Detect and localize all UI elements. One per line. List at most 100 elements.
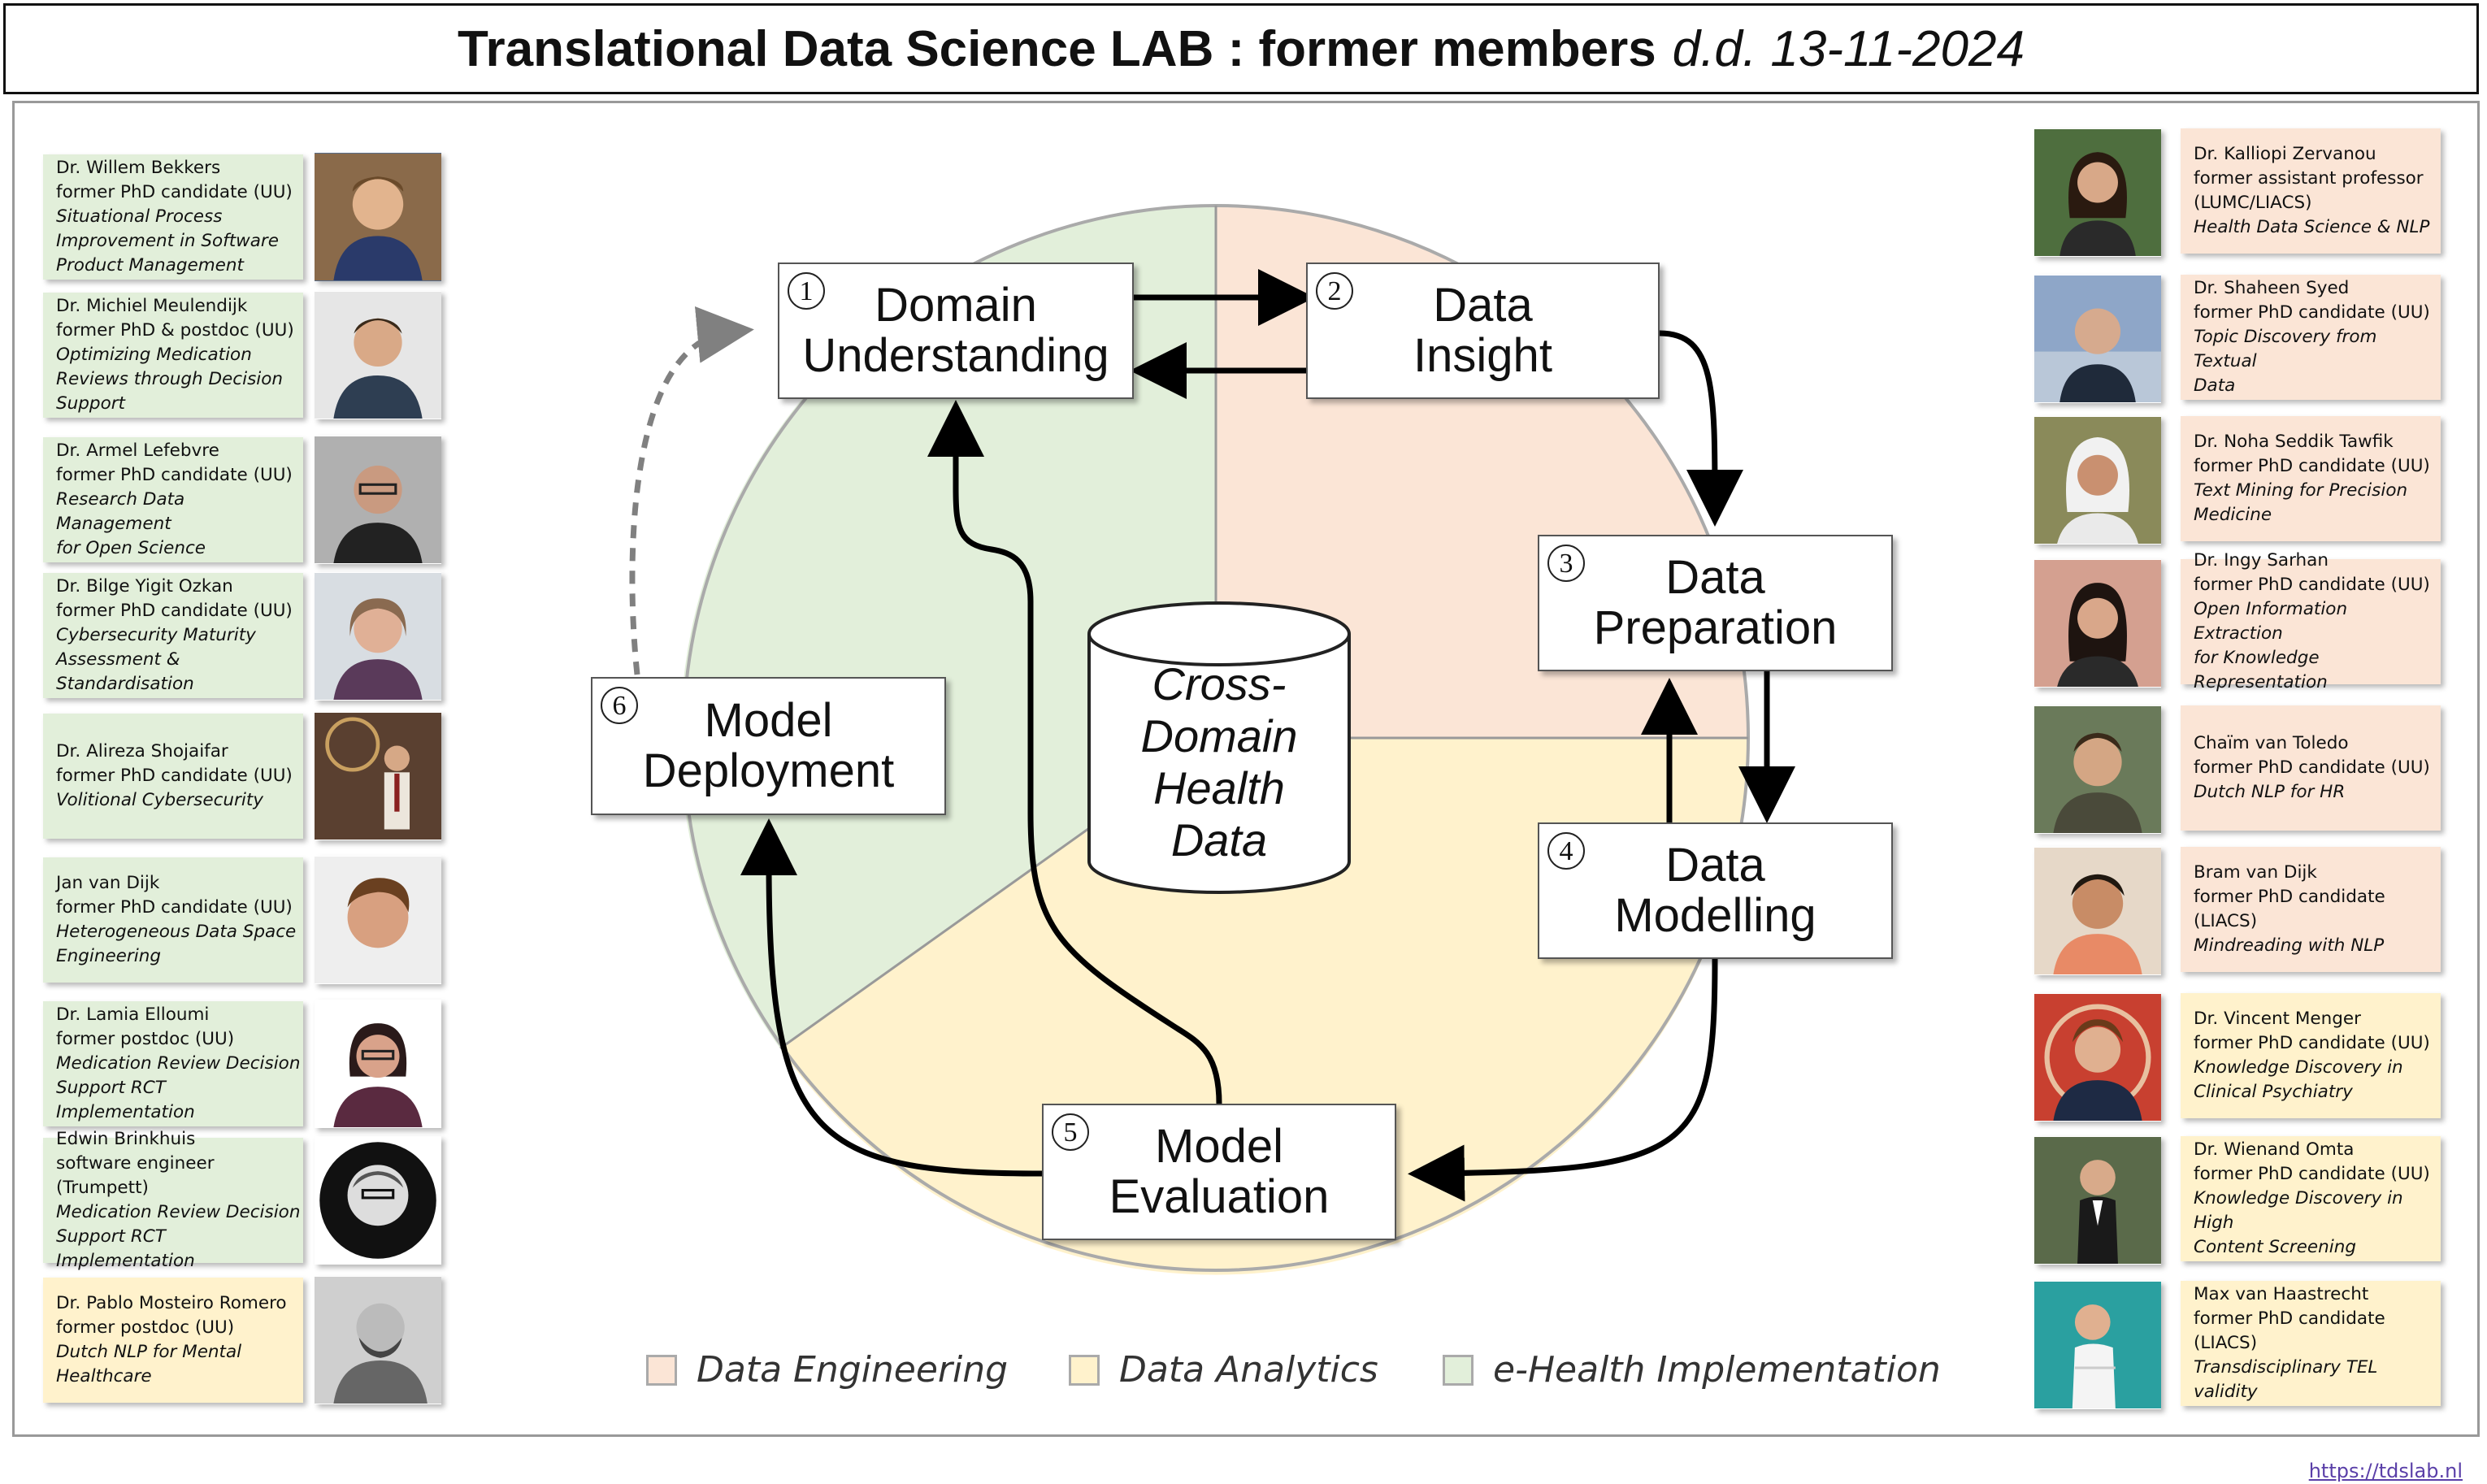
step-number: 2 bbox=[1316, 272, 1353, 310]
member-card: Jan van Dijk former PhD candidate (UU) H… bbox=[43, 857, 303, 983]
title-date: d.d. 13-11-2024 bbox=[1672, 20, 2025, 77]
member-role: former PhD candidate (UU) bbox=[2194, 757, 2430, 778]
member-name: Dr. Pablo Mosteiro Romero bbox=[56, 1293, 287, 1313]
member-topic: Knowledge Discovery in High bbox=[2194, 1188, 2403, 1233]
member-topic: Content Screening bbox=[2194, 1237, 2356, 1257]
member-role: former PhD candidate (UU) bbox=[2194, 456, 2430, 476]
member-topic: Support bbox=[56, 393, 125, 414]
sector-data-analytics bbox=[780, 738, 1749, 1275]
center-label: Cross- Domain Health Data bbox=[1089, 658, 1349, 866]
member-card: Dr. Michiel Meulendijk former PhD & post… bbox=[43, 293, 303, 418]
member-topic: Clinical Psychiatry bbox=[2194, 1082, 2353, 1102]
step-data-insight: 2 Data Insight bbox=[1306, 263, 1660, 399]
member-topic: Topic Discovery from Textual bbox=[2194, 327, 2377, 371]
member-role: software engineer bbox=[56, 1153, 215, 1174]
member-name: Dr. Kalliopi Zervanou bbox=[2194, 144, 2376, 164]
member-topic: Transdisciplinary TEL validity bbox=[2194, 1357, 2378, 1402]
member-topic: Product Management bbox=[56, 255, 244, 276]
step-label: Understanding bbox=[802, 329, 1109, 382]
member-name: Dr. Vincent Menger bbox=[2194, 1009, 2361, 1029]
member-topic: Mindreading with NLP bbox=[2194, 935, 2385, 956]
step-label: Data bbox=[1665, 551, 1765, 604]
member-role: (Trumpett) bbox=[56, 1178, 149, 1198]
center-line: Cross- bbox=[1152, 658, 1287, 709]
arrow-4-to-5 bbox=[1408, 958, 1718, 1202]
step-label: Evaluation bbox=[1109, 1170, 1330, 1223]
member-name: Chaïm van Toledo bbox=[2194, 733, 2349, 753]
member-role: former postdoc (UU) bbox=[56, 1029, 235, 1049]
step-label: Model bbox=[1155, 1120, 1283, 1173]
member-role: former PhD candidate (UU) bbox=[2194, 1033, 2430, 1053]
member-photo bbox=[315, 1276, 441, 1404]
member-topic: Medication Review Decision bbox=[56, 1202, 301, 1222]
member-photo bbox=[2034, 1136, 2161, 1265]
member-name: Edwin Brinkhuis bbox=[56, 1129, 196, 1149]
member-role: former PhD candidate (LIACS) bbox=[2194, 1308, 2385, 1353]
member-card: Dr. Kalliopi Zervanou former assistant p… bbox=[2181, 128, 2441, 254]
member-topic: Health Data Science & NLP bbox=[2194, 217, 2430, 237]
member-role: former PhD candidate (UU) bbox=[56, 897, 293, 918]
member-topic: Heterogeneous Data Space bbox=[56, 922, 297, 942]
member-topic: Situational Process bbox=[56, 206, 223, 227]
member-card: Max van Haastrecht former PhD candidate … bbox=[2181, 1281, 2441, 1406]
step-number: 3 bbox=[1547, 545, 1585, 582]
member-name: Dr. Alireza Shojaifar bbox=[56, 741, 228, 762]
member-topic: Support RCT Implementation bbox=[56, 1078, 195, 1122]
member-photo bbox=[315, 153, 441, 281]
member-card: Dr. Pablo Mosteiro Romero former postdoc… bbox=[43, 1278, 303, 1403]
member-card: Dr. Wienand Omta former PhD candidate (U… bbox=[2181, 1136, 2441, 1261]
database-cylinder bbox=[1087, 601, 1351, 894]
member-topic: Open Information Extraction bbox=[2194, 599, 2348, 644]
member-role: former PhD candidate (UU) bbox=[56, 182, 293, 202]
member-card: Dr. Vincent Menger former PhD candidate … bbox=[2181, 993, 2441, 1118]
member-role: former PhD candidate (UU) bbox=[56, 601, 293, 621]
step-label: Model bbox=[704, 694, 833, 747]
member-topic: Representation bbox=[2194, 672, 2328, 692]
member-topic: Standardisation bbox=[56, 674, 194, 694]
member-card: Dr. Lamia Elloumi former postdoc (UU) Me… bbox=[43, 1001, 303, 1126]
member-photo bbox=[315, 856, 441, 984]
member-topic: Healthcare bbox=[56, 1366, 152, 1386]
member-photo bbox=[315, 1000, 441, 1128]
member-topic: Knowledge Discovery in bbox=[2194, 1057, 2403, 1078]
member-photo bbox=[315, 1136, 441, 1265]
arrow-2-to-3 bbox=[1659, 330, 1743, 527]
title-main: Translational Data Science LAB : former … bbox=[458, 20, 1656, 77]
member-role: former assistant professor bbox=[2194, 168, 2424, 189]
legend-data-engineering: Data Engineering bbox=[646, 1349, 1008, 1391]
member-name: Bram van Dijk bbox=[2194, 862, 2317, 883]
member-topic: for Knowledge bbox=[2194, 648, 2320, 668]
member-role: former PhD & postdoc (UU) bbox=[56, 320, 294, 341]
step-label: Domain bbox=[875, 279, 1037, 332]
member-name: Dr. Bilge Yigit Ozkan bbox=[56, 576, 233, 597]
content-frame bbox=[12, 101, 2480, 1437]
member-photo bbox=[2034, 705, 2161, 834]
member-topic: Support RCT Implementation bbox=[56, 1226, 195, 1271]
member-photo bbox=[2034, 416, 2161, 545]
member-topic: Text Mining for Precision bbox=[2194, 480, 2408, 501]
member-role: former PhD candidate (LIACS) bbox=[2194, 887, 2385, 931]
step-number: 4 bbox=[1547, 832, 1585, 870]
member-card: Edwin Brinkhuis software engineer (Trump… bbox=[43, 1129, 303, 1271]
member-role: former PhD candidate (UU) bbox=[56, 766, 293, 786]
member-role: (LUMC/LIACS) bbox=[2194, 193, 2312, 213]
member-topic: Data bbox=[2194, 375, 2236, 396]
member-topic: Improvement in Software bbox=[56, 231, 279, 251]
member-photo bbox=[315, 572, 441, 701]
member-card: Dr. Armel Lefebvre former PhD candidate … bbox=[43, 437, 303, 562]
member-name: Dr. Shaheen Syed bbox=[2194, 278, 2350, 298]
center-line: Data bbox=[1170, 814, 1268, 866]
member-name: Dr. Michiel Meulendijk bbox=[56, 296, 248, 316]
member-role: former PhD candidate (UU) bbox=[2194, 1164, 2430, 1184]
member-role: former PhD candidate (UU) bbox=[2194, 302, 2430, 323]
arrow-6-to-1 bbox=[629, 306, 754, 675]
legend-label: Data Analytics bbox=[1119, 1349, 1378, 1391]
step-label: Deployment bbox=[642, 744, 895, 797]
member-photo bbox=[2034, 847, 2161, 975]
member-card: Chaïm van Toledo former PhD candidate (U… bbox=[2181, 705, 2441, 831]
page-title: Translational Data Science LAB : former … bbox=[3, 3, 2479, 94]
member-name: Max van Haastrecht bbox=[2194, 1284, 2369, 1304]
arrow-5-to-1 bbox=[927, 400, 1222, 1104]
step-label: Insight bbox=[1413, 329, 1552, 382]
site-link[interactable]: https://tdslab.nl bbox=[2308, 1460, 2463, 1482]
